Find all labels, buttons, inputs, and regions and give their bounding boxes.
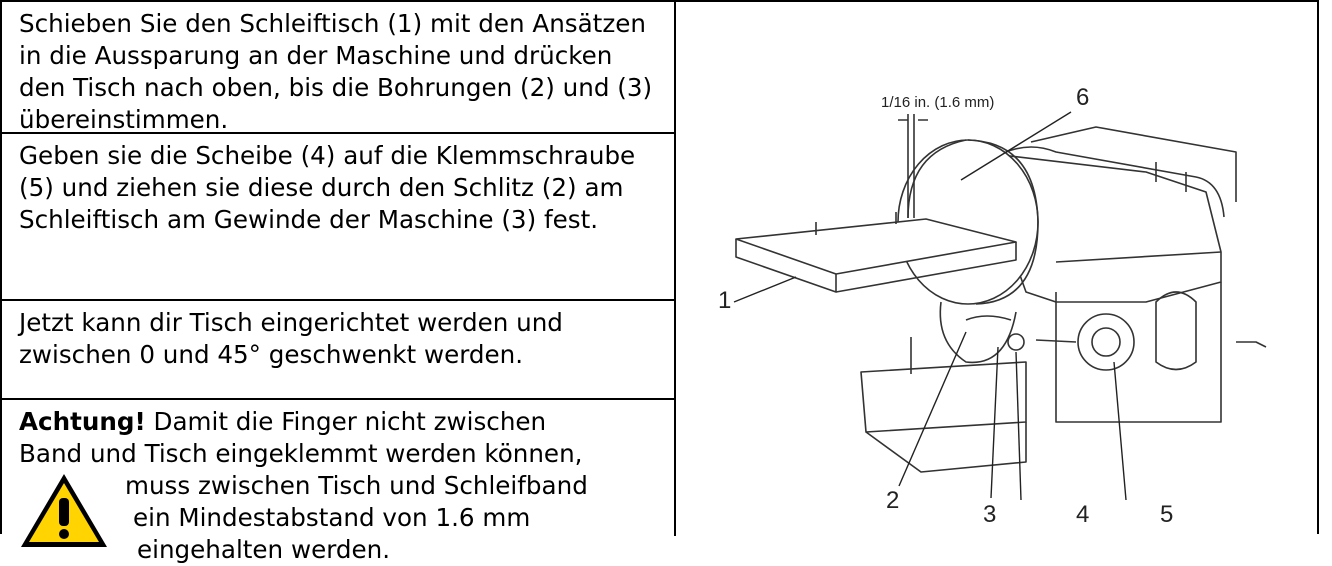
step-text-1: Schieben Sie den Schleiftisch (1) mit de… bbox=[19, 9, 653, 134]
trunnion bbox=[939, 301, 1017, 364]
warning-cell: Achtung! Damit die Finger nicht zwischen… bbox=[2, 400, 674, 564]
step-cell-3: Jetzt kann dir Tisch eingerichtet werden… bbox=[2, 301, 674, 400]
warning-line-5: eingehalten werden. bbox=[137, 535, 391, 564]
callout-5: 5 bbox=[1160, 501, 1173, 528]
callout-1: 1 bbox=[718, 287, 731, 314]
figure-column: 1/16 in. (1.6 mm) 1 2 3 4 5 6 bbox=[676, 2, 1317, 536]
callout-6: 6 bbox=[1076, 84, 1089, 111]
dimension-label: 1/16 in. (1.6 mm) bbox=[881, 94, 994, 111]
callout-4: 4 bbox=[1076, 501, 1089, 528]
callout-2: 2 bbox=[886, 487, 899, 514]
step-cell-2: Geben sie die Scheibe (4) auf die Klemms… bbox=[2, 134, 674, 301]
text-column: Schieben Sie den Schleiftisch (1) mit de… bbox=[2, 2, 676, 564]
step-text-2: Geben sie die Scheibe (4) auf die Klemms… bbox=[19, 141, 636, 234]
warning-line-1-text: Damit die Finger nicht zwischen bbox=[145, 407, 547, 436]
callout-3: 3 bbox=[983, 501, 996, 528]
warning-line-3: muss zwischen Tisch und Schleifband bbox=[125, 471, 588, 500]
step-cell-1: Schieben Sie den Schleiftisch (1) mit de… bbox=[2, 2, 674, 134]
warning-line-2: Band und Tisch eingeklemmt werden können… bbox=[19, 439, 583, 468]
warning-line-1: Achtung! Damit die Finger nicht zwischen bbox=[19, 406, 660, 438]
sander-illustration: 1/16 in. (1.6 mm) 1 2 3 4 5 6 bbox=[718, 84, 1267, 528]
warning-title: Achtung! bbox=[19, 407, 146, 436]
warning-text: Achtung! Damit die Finger nicht zwischen… bbox=[19, 406, 660, 566]
warning-line-4: ein Mindestabstand von 1.6 mm bbox=[133, 503, 531, 532]
clamp-knob bbox=[1077, 313, 1135, 371]
warning-triangle-icon bbox=[21, 474, 107, 547]
step-text-3: Jetzt kann dir Tisch eingerichtet werden… bbox=[19, 308, 563, 369]
